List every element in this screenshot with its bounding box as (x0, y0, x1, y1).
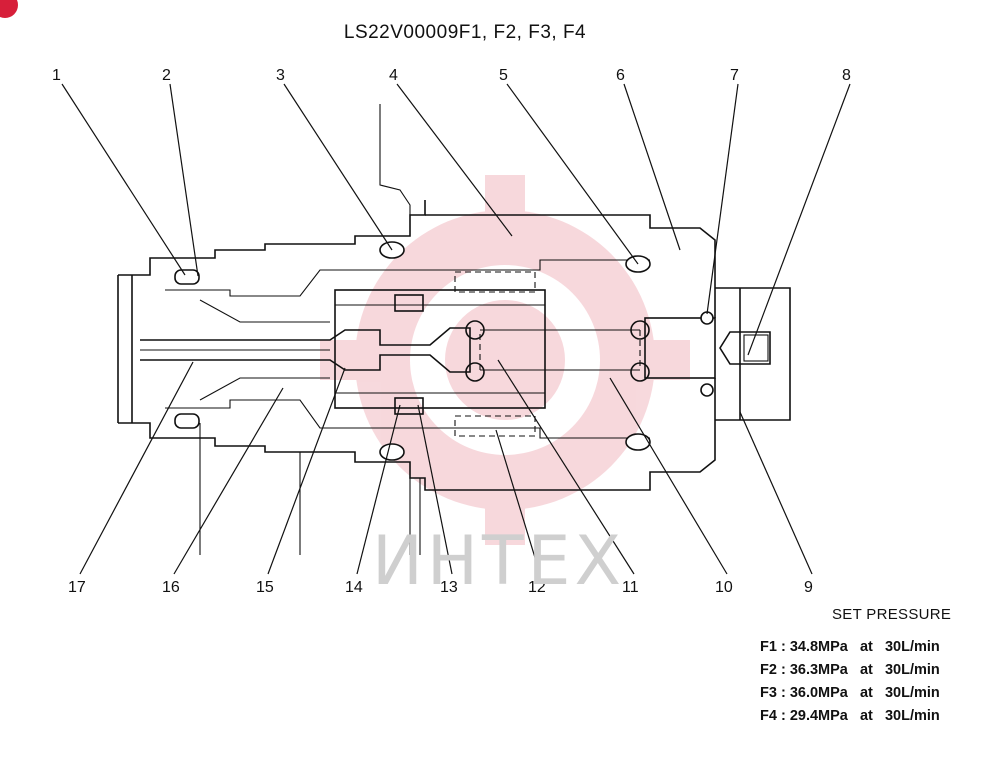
pressure-flow: 30L/min (884, 708, 940, 724)
pressure-at: at (859, 662, 873, 678)
callout-15: 15 (256, 579, 274, 596)
pressure-flow: 30L/min (884, 685, 940, 701)
pressure-flow: 30L/min (884, 662, 940, 678)
pressure-at: at (859, 685, 873, 701)
callout-13: 13 (440, 579, 458, 596)
callout-11: 11 (622, 579, 639, 596)
diagram-title: LS22V00009F1, F2, F3, F4 (343, 22, 587, 43)
callout-10: 10 (715, 579, 733, 596)
leader-lines (61, 83, 851, 575)
callout-9: 9 (804, 579, 813, 596)
pressure-value: 34.8MPa (789, 639, 848, 655)
callout-numbers: 1 2 3 4 5 6 7 8 9 10 11 12 13 14 15 16 1… (52, 67, 851, 596)
callout-6: 6 (616, 67, 625, 84)
pressure-row: F3 : 36.0MPa at 30L/min (760, 685, 940, 701)
set-pressure-table: SET PRESSURE F1 : 34.8MPa at 30L/min F2 … (760, 606, 990, 731)
callout-7: 7 (730, 67, 739, 84)
pressure-row: F4 : 29.4MPa at 30L/min (760, 708, 940, 724)
pressure-flow: 30L/min (884, 639, 940, 655)
pressure-at: at (859, 708, 873, 724)
pressure-variant: F3 (760, 685, 777, 701)
callout-12: 12 (528, 579, 546, 596)
callout-1: 1 (52, 67, 61, 84)
pressure-variant: F2 (760, 662, 777, 678)
callout-4: 4 (389, 67, 398, 84)
callout-3: 3 (276, 67, 285, 84)
callout-16: 16 (162, 579, 180, 596)
pressure-value: 36.3MPa (789, 662, 848, 678)
valve-body (117, 104, 791, 555)
pressure-value: 36.0MPa (789, 685, 848, 701)
pressure-value: 29.4MPa (789, 708, 848, 724)
callout-17: 17 (68, 579, 86, 596)
corner-logo-mark (0, 0, 18, 18)
pressure-variant: F4 (760, 708, 777, 724)
callout-5: 5 (499, 67, 508, 84)
set-pressure-heading: SET PRESSURE (832, 606, 952, 623)
callout-8: 8 (842, 67, 851, 84)
pressure-row: F2 : 36.3MPa at 30L/min (760, 662, 940, 678)
callout-14: 14 (345, 579, 363, 596)
callout-2: 2 (162, 67, 171, 84)
pressure-variant: F1 (760, 639, 777, 655)
pressure-at: at (859, 639, 873, 655)
pressure-row: F1 : 34.8MPa at 30L/min (760, 639, 940, 655)
